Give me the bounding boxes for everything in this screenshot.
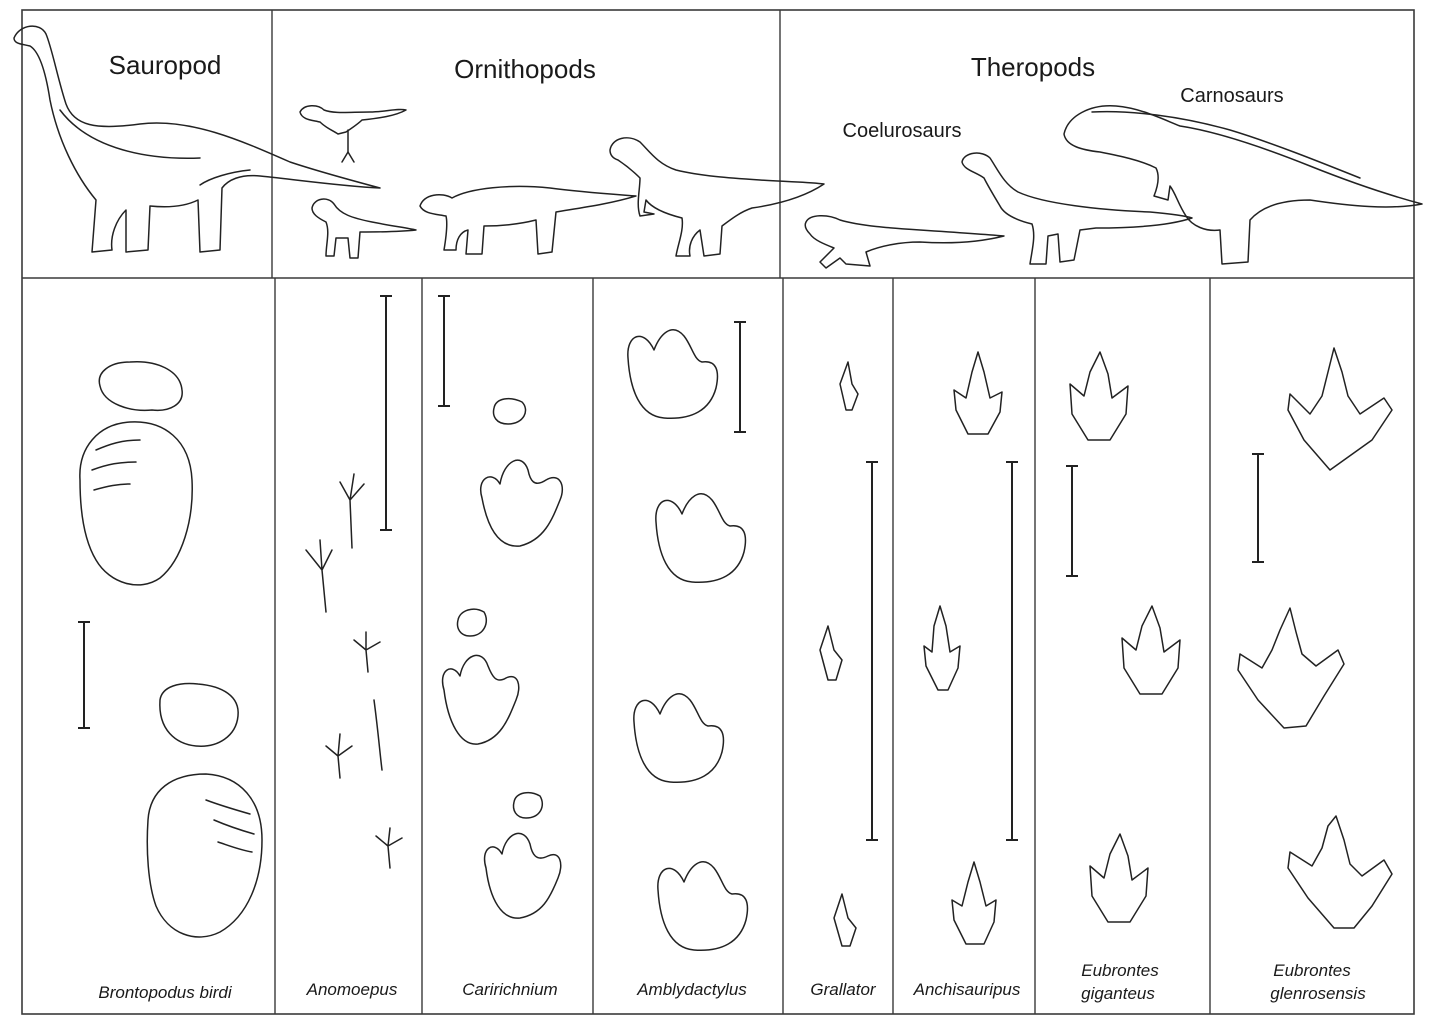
caption-eubrontes-glenrosensis-genus: Eubrontes <box>1273 961 1351 980</box>
anomoepus-tracks <box>306 296 402 868</box>
header-sauropod: Sauropod <box>109 50 222 80</box>
small-ornithopod-upper <box>300 106 406 162</box>
iguanodon-illustration <box>610 138 824 256</box>
anchisauripus-tracks <box>924 352 1018 944</box>
footprint <box>656 494 746 582</box>
sauropod-tracks <box>78 362 262 937</box>
footprint <box>1070 352 1128 440</box>
footprint <box>658 862 748 950</box>
footprint <box>628 330 718 418</box>
caririchnium-tracks <box>438 296 562 918</box>
caption-brontopodus: Brontopodus birdi <box>98 983 232 1002</box>
coelurosaur-crouching <box>805 216 1004 268</box>
caption-eubrontes-giganteus-species: giganteus <box>1081 984 1155 1003</box>
caption-caririchnium: Caririchnium <box>462 980 557 999</box>
footprint <box>306 540 332 612</box>
footprint <box>820 626 842 680</box>
pes-print <box>147 774 262 937</box>
footprint <box>1122 606 1180 694</box>
footprint <box>1288 816 1392 928</box>
manus-print <box>494 399 526 424</box>
footprint <box>1238 608 1344 728</box>
manus-print <box>160 684 238 747</box>
label-coelurosaurs: Coelurosaurs <box>843 120 962 142</box>
pes-print <box>481 460 563 546</box>
manus-print <box>514 793 543 818</box>
footprint <box>1090 834 1148 922</box>
diagram-frame <box>22 10 1414 1014</box>
manus-print <box>99 362 182 411</box>
amblydactylus-tracks <box>628 322 748 950</box>
pes-print <box>80 422 192 585</box>
eubrontes-giganteus-tracks <box>1066 352 1180 922</box>
caption-anomoepus: Anomoepus <box>306 980 398 999</box>
grallator-tracks <box>820 362 878 946</box>
header-theropods: Theropods <box>971 52 1095 82</box>
carnosaur-illustration <box>1064 106 1422 264</box>
header-ornithopods: Ornithopods <box>454 54 596 84</box>
caption-eubrontes-giganteus-genus: Eubrontes <box>1081 961 1159 980</box>
footprint <box>834 894 856 946</box>
footprint <box>354 632 380 672</box>
caption-amblydactylus: Amblydactylus <box>636 980 747 999</box>
footprint <box>1288 348 1392 470</box>
ornithopod-quadruped <box>420 186 636 254</box>
caption-grallator: Grallator <box>810 980 877 999</box>
footprint <box>840 362 858 410</box>
pes-print <box>443 655 519 744</box>
manus-print <box>458 609 487 636</box>
label-carnosaurs: Carnosaurs <box>1180 85 1283 107</box>
footprint <box>954 352 1002 434</box>
tail-drag <box>374 700 382 770</box>
pes-claw-marks <box>206 800 254 852</box>
footprint <box>376 828 402 868</box>
footprint <box>952 862 996 944</box>
footprint <box>924 606 960 690</box>
caption-anchisauripus: Anchisauripus <box>913 980 1021 999</box>
caption-eubrontes-glenrosensis-species: glenrosensis <box>1270 984 1366 1003</box>
small-ornithopod-lower <box>312 199 416 258</box>
footprint <box>340 474 364 548</box>
footprint <box>634 694 724 782</box>
footprint <box>326 734 352 778</box>
pes-print <box>485 833 561 918</box>
pes-claw-marks <box>92 440 140 490</box>
eubrontes-glenrosensis-tracks <box>1238 348 1392 928</box>
